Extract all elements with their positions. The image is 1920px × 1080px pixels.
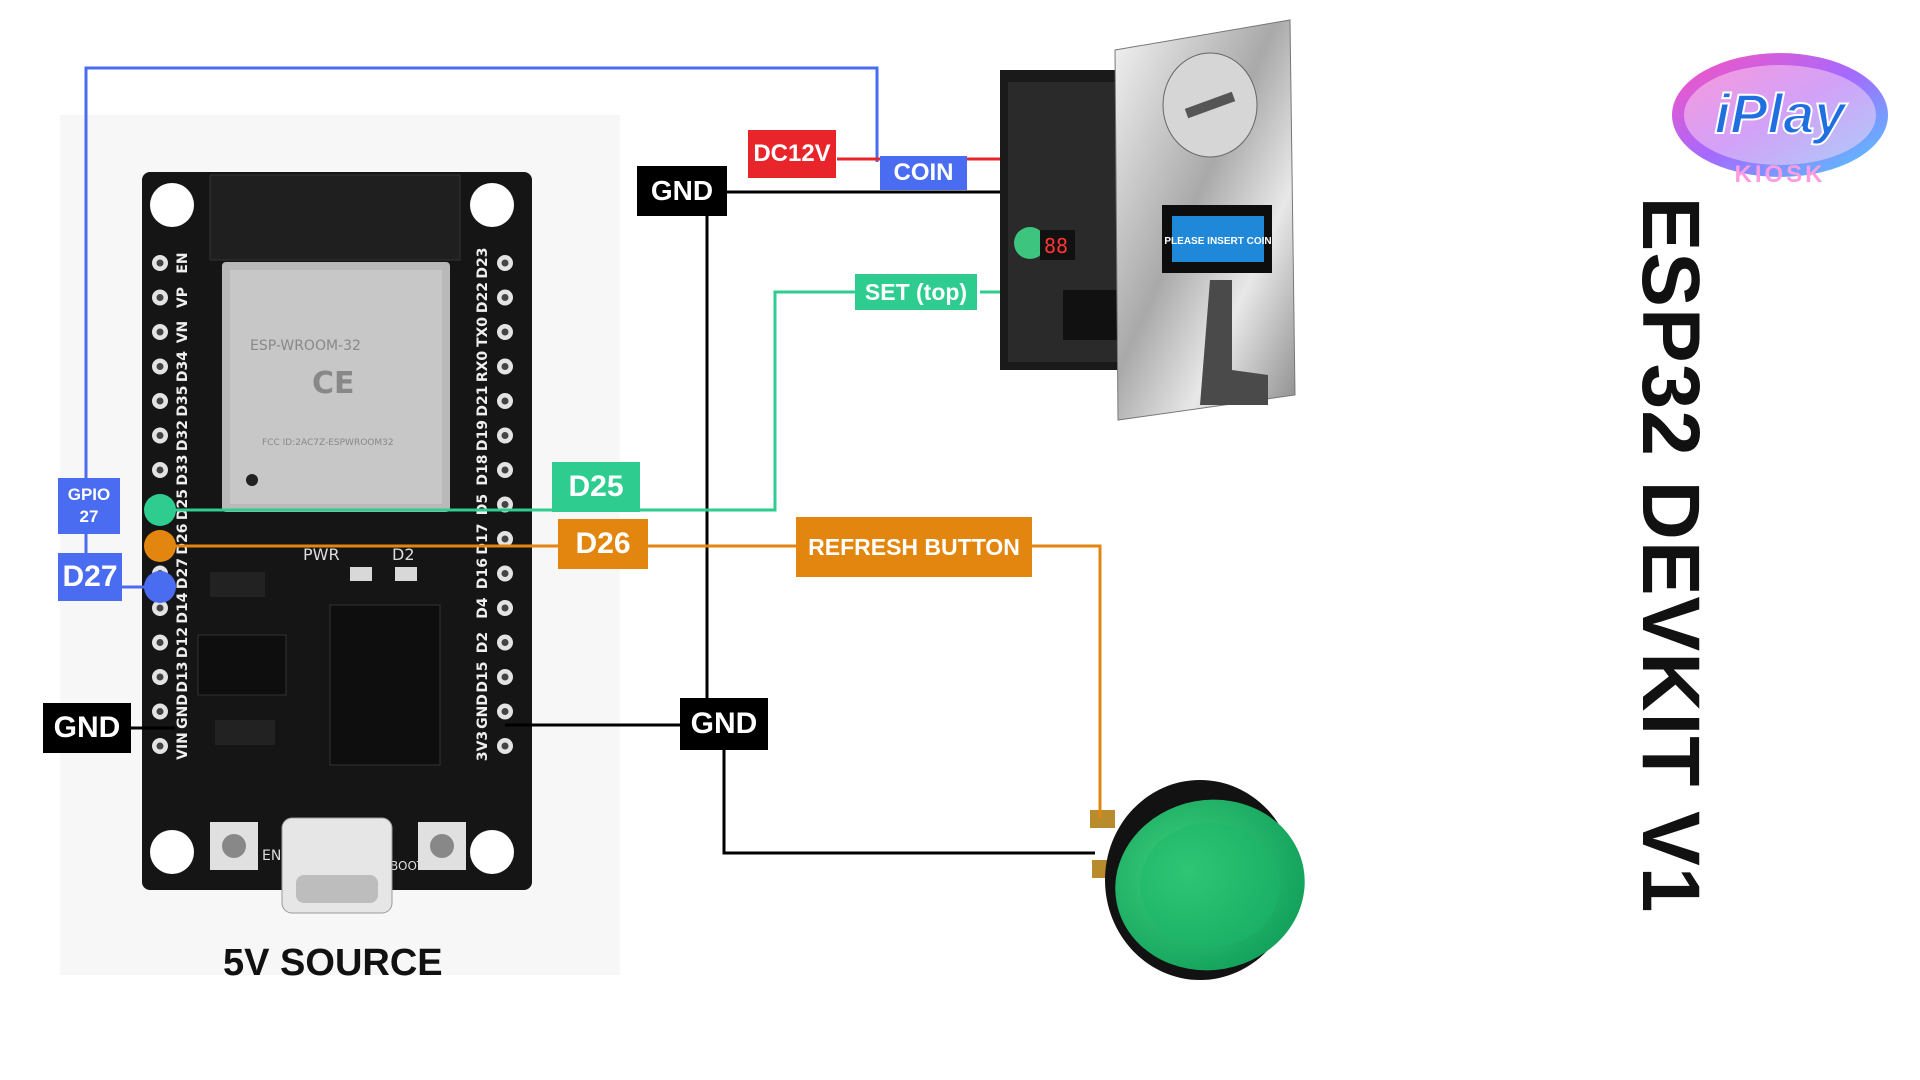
left-pin-label-d32: D32	[175, 420, 191, 451]
logo-sub-text: KIOSK	[1734, 161, 1825, 188]
left-pin-label-vp: VP	[175, 287, 191, 308]
right-pin-label-d23: D23	[475, 247, 491, 278]
coin-label: COIN	[880, 156, 967, 190]
gpio27-label-line2: 27	[79, 507, 99, 526]
right-pin-label-d5: D5	[475, 494, 491, 515]
gnd-mid-label: GND	[680, 698, 768, 750]
right-pin-label-3v3: 3V3	[475, 731, 491, 761]
left-pin-label-d26: D26	[175, 523, 191, 554]
iplay-kiosk-logo: iPlay KIOSK	[1672, 53, 1888, 188]
d27-label: D27	[58, 553, 122, 601]
right-pin-label-d17: D17	[475, 523, 491, 554]
gpio27-label-line1: GPIO	[67, 484, 111, 504]
right-pin-label-d18: D18	[475, 454, 491, 485]
logo-main-text: iPlay	[1715, 82, 1849, 145]
set-top-label: SET (top)	[855, 274, 977, 310]
power-source-caption: 5V SOURCE	[223, 942, 443, 984]
green-wire-d25	[160, 290, 855, 512]
led-pwr-label: PWR	[303, 545, 340, 564]
right-pin-label-d2: D2	[475, 632, 491, 653]
left-pin-label-gnd: GND	[175, 694, 191, 729]
led-d2-label: D2	[392, 545, 415, 564]
right-pin-label-rx0: RX0	[475, 351, 491, 383]
black-wire-gnd-button	[722, 750, 1095, 855]
right-pin-label-gnd: GND	[475, 694, 491, 729]
esp-wroom-module: ESP-WROOM-32 CE FCC ID:2AC7Z-ESPWROOM32	[222, 262, 450, 512]
right-pin-label-d16: D16	[475, 558, 491, 589]
d25-pin-dot	[144, 494, 176, 526]
d25-label: D25	[552, 462, 640, 512]
blue-wire-gpio27-coin	[84, 66, 879, 495]
left-pin-label-d12: D12	[175, 627, 191, 658]
left-pin-label-d34: D34	[175, 351, 191, 382]
left-pin-label-en: EN	[175, 252, 191, 273]
left-pin-label-d35: D35	[175, 385, 191, 416]
module-fcc-text: FCC ID:2AC7Z-ESPWROOM32	[262, 438, 394, 448]
gpio27-label: GPIO 27	[58, 478, 120, 534]
d26-label: D26	[558, 519, 648, 569]
left-pin-label-d13: D13	[175, 661, 191, 692]
right-pin-label-tx0: TX0	[475, 317, 491, 347]
module-brand-text: ESP-WROOM-32	[250, 338, 361, 354]
refresh-push-button	[1090, 780, 1305, 980]
btn-en-label: EN	[262, 848, 281, 864]
d27-pin-dot	[144, 571, 176, 603]
dc12v-label: DC12V	[748, 130, 836, 178]
svg-text:CE: CE	[312, 366, 355, 401]
left-pin-label-d27: D27	[175, 558, 191, 589]
orange-wire-refresh	[1032, 544, 1102, 818]
left-pin-label-vn: VN	[175, 321, 191, 344]
refresh-button-label: REFRESH BUTTON	[796, 517, 1032, 577]
right-pin-label-d15: D15	[475, 661, 491, 692]
right-pin-label-d4: D4	[475, 597, 491, 619]
gnd-left-label: GND	[43, 703, 131, 753]
svg-text:88: 88	[1044, 234, 1068, 258]
right-pin-label-d21: D21	[475, 385, 491, 416]
d26-pin-dot	[144, 530, 176, 562]
left-pin-label-d14: D14	[175, 592, 191, 623]
right-pin-label-d22: D22	[475, 282, 491, 313]
btn-boot-label: BOOT	[390, 859, 425, 873]
right-pin-label-d19: D19	[475, 420, 491, 451]
left-pin-label-d33: D33	[175, 454, 191, 485]
coin-slot-text: PLEASE INSERT COIN	[1164, 236, 1271, 247]
left-pin-label-vin: VIN	[175, 732, 191, 760]
coin-acceptor: 88 PLEASE INSERT COIN	[1000, 19, 1296, 421]
title-panel: ESP32 DEVKIT V1	[1625, 195, 1716, 915]
left-pin-label-d25: D25	[175, 489, 191, 520]
gnd-top-label: GND	[637, 166, 727, 216]
page-title: ESP32 DEVKIT V1	[1625, 196, 1716, 914]
